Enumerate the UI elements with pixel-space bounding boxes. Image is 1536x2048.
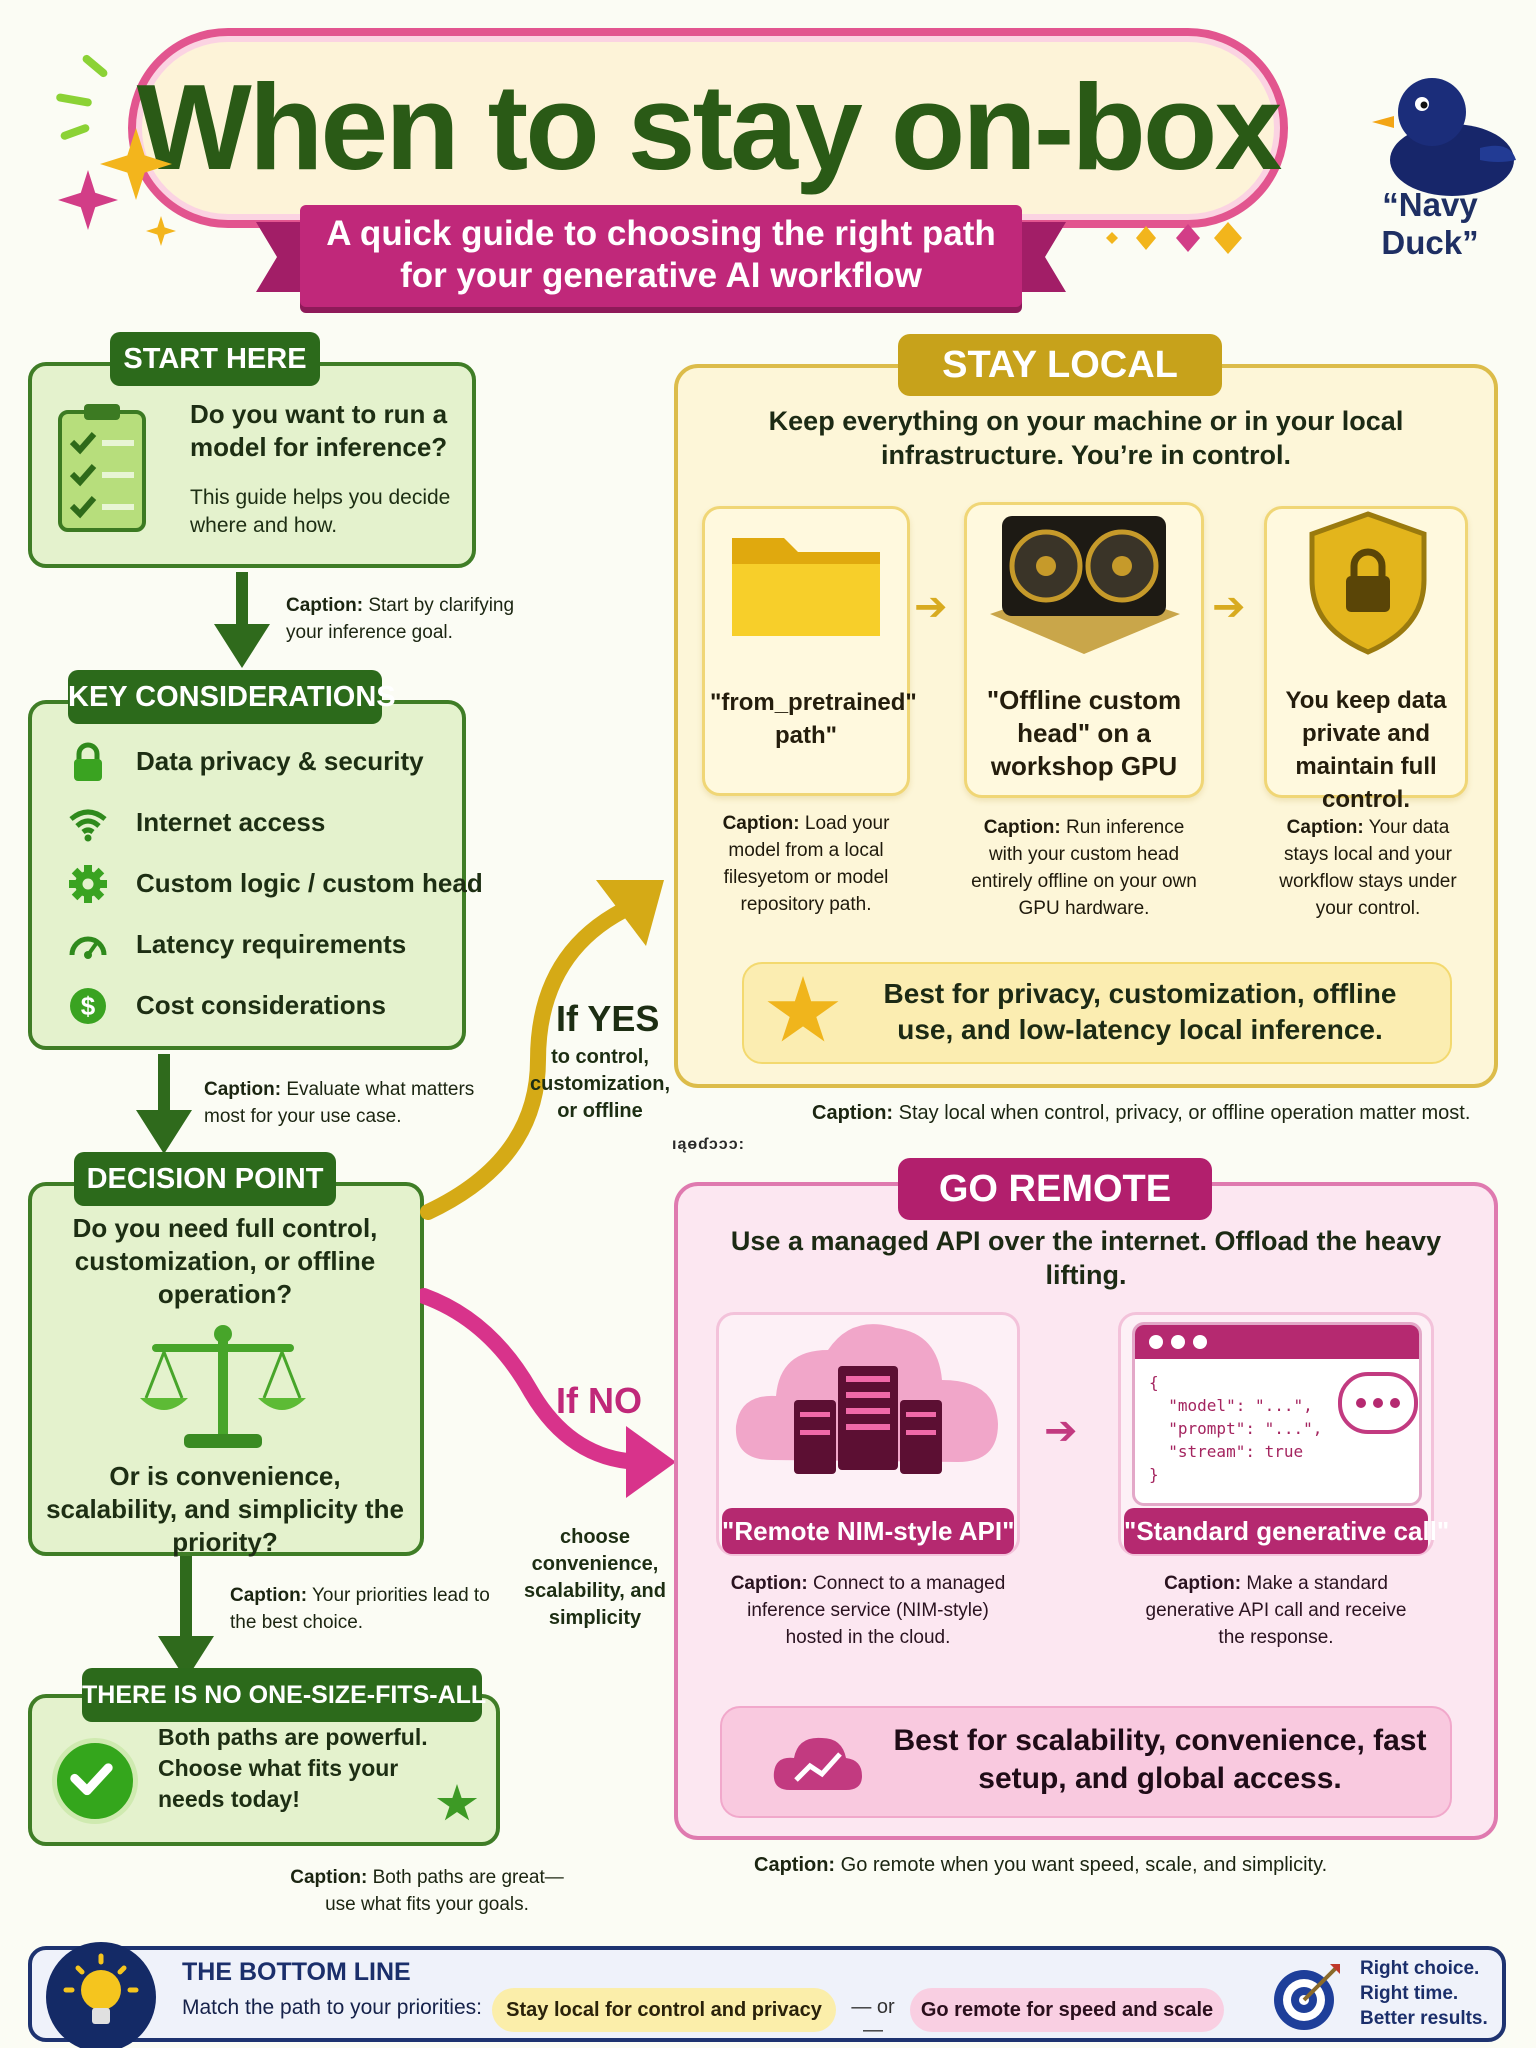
- gear-icon: [69, 865, 107, 903]
- go-remote-intro: Use a managed API over the internet. Off…: [730, 1226, 1442, 1290]
- consideration-item: Latency requirements: [68, 923, 460, 967]
- checkmark-icon: [52, 1738, 138, 1824]
- bottom-line-subtitle: Match the path to your priorities:: [182, 1996, 482, 2019]
- decision-tag: DECISION POINT: [74, 1152, 336, 1206]
- stay-local-pill: Stay local for control and privacy: [492, 1988, 836, 2032]
- or-separator: — or —: [851, 1996, 895, 2041]
- remote-card-label: "Remote NIM-style API": [722, 1508, 1014, 1554]
- local-card-label: You keep data private and maintain full …: [1285, 687, 1447, 813]
- code-line: {: [1149, 1373, 1159, 1392]
- flow-arrow-head: [136, 1110, 192, 1154]
- rubber-duck-icon: [1372, 78, 1516, 196]
- consideration-item: Data privacy & security: [68, 740, 460, 784]
- window-dot: [1193, 1335, 1207, 1349]
- flow-arrow-head: [214, 624, 270, 668]
- local-card-caption: Caption: Run inference with your custom …: [971, 817, 1197, 919]
- balance-scale-icon: [140, 1325, 306, 1448]
- lightbulb-icon: [46, 1942, 156, 2048]
- no-branch-title: If NO: [556, 1380, 642, 1421]
- yes-branch-subtitle: to control, customization, or offline: [530, 1046, 671, 1122]
- best-local-box: [742, 962, 1452, 1064]
- consideration-item: Custom logic / custom head: [68, 862, 483, 906]
- folder-icon: [732, 538, 880, 636]
- sparkle-dash: [80, 53, 110, 79]
- sparkle-cluster-icon: [1106, 222, 1242, 254]
- code-line: "stream": true: [1149, 1442, 1304, 1461]
- stay-local-intro: Keep everything on your machine or in yo…: [768, 406, 1404, 470]
- go-remote-tag: GO REMOTE: [898, 1158, 1212, 1220]
- subtitle-line-1: A quick guide to choosing the right path: [326, 214, 996, 253]
- wifi-icon: [69, 809, 107, 842]
- start-tag: START HERE: [110, 332, 320, 386]
- decision-question-1: Do you need full control, customization,…: [72, 1213, 378, 1309]
- local-card-caption: Caption: Load your model from a local fi…: [722, 813, 890, 915]
- yes-branch-title: If YES: [556, 998, 660, 1039]
- yes-branch-arrow: [420, 880, 664, 1220]
- gpu-icon: [990, 516, 1180, 654]
- no-one-size-text: Both paths are powerful. Choose what fit…: [158, 1724, 428, 1812]
- bottom-line-title: THE BOTTOM LINE: [182, 1958, 411, 1986]
- arrow-right-icon: ➔: [1212, 585, 1246, 629]
- lock-icon: [74, 742, 102, 781]
- speedometer-icon: [69, 936, 107, 959]
- local-card-label: "from_pretrained" path": [710, 689, 917, 749]
- dollar-icon: $: [70, 988, 106, 1024]
- remote-card-caption: Caption: Connect to a managed inference …: [730, 1573, 1006, 1648]
- flow-arrow: [158, 1054, 170, 1116]
- cloud-server-icon: [735, 1324, 998, 1474]
- sparkle-dash: [55, 92, 93, 108]
- decision-caption: Caption: Your priorities lead to the bes…: [230, 1585, 490, 1633]
- svg-text:$: $: [81, 991, 96, 1021]
- local-card-caption: Caption: Your data stays local and your …: [1279, 817, 1457, 919]
- remote-card-caption: Caption: Make a standard generative API …: [1145, 1573, 1407, 1648]
- go-remote-pill: Go remote for speed and scale: [910, 1988, 1224, 2032]
- start-question: Do you want to run a model for inference…: [190, 399, 448, 462]
- sparkle-icon: [58, 170, 118, 230]
- clipboard-checklist-icon: [58, 404, 146, 532]
- no-one-size-caption: Caption: Both paths are great— use what …: [290, 1867, 564, 1915]
- stray-text: ıąɵɗɔɔɔ:: [672, 1136, 745, 1153]
- remote-card-label: "Standard generative call": [1124, 1508, 1449, 1554]
- sparkle-icon: [146, 216, 176, 246]
- arrow-right-icon: ➔: [1044, 1409, 1078, 1453]
- mascot-label: “Navy Duck”: [1381, 186, 1479, 261]
- target-icon: [1274, 1964, 1340, 2030]
- window-dot: [1149, 1335, 1163, 1349]
- best-local-text: Best for privacy, customization, offline…: [883, 978, 1397, 1045]
- decision-question-2: Or is convenience, scalability, and simp…: [46, 1461, 404, 1557]
- code-line: "model": "...",: [1149, 1396, 1313, 1415]
- right-choice-text: Right choice. Right time. Better results…: [1360, 1958, 1488, 2029]
- no-branch-arrow: [420, 1288, 676, 1498]
- stay-local-tag: STAY LOCAL: [898, 334, 1222, 396]
- considerations-tag: KEY CONSIDERATIONS: [68, 670, 396, 724]
- no-branch-subtitle: choose convenience, scalability, and sim…: [524, 1526, 666, 1629]
- start-subtext: This guide helps you decide where and ho…: [190, 486, 451, 537]
- code-line: "prompt": "...",: [1149, 1419, 1323, 1438]
- window-dot: [1171, 1335, 1185, 1349]
- page-title: When to stay on-box: [136, 59, 1283, 195]
- sparkle-dash: [59, 123, 91, 141]
- arrow-right-icon: ➔: [914, 585, 948, 629]
- go-remote-caption: Caption: Go remote when you want speed, …: [754, 1854, 1328, 1876]
- best-remote-text: Best for scalability, convenience, fast …: [893, 1724, 1427, 1795]
- cloud-analytics-icon: [773, 1737, 862, 1790]
- consideration-item: Internet access: [68, 801, 460, 845]
- code-line: }: [1149, 1465, 1159, 1484]
- subtitle-line-2: for your generative AI workflow: [400, 256, 922, 295]
- shield-lock-icon: [1309, 511, 1427, 655]
- start-caption: Caption: Start by clarifying your infere…: [286, 595, 515, 643]
- considerations-caption: Caption: Evaluate what matters most for …: [204, 1079, 475, 1127]
- stay-local-caption: Caption: Stay local when control, privac…: [812, 1102, 1471, 1124]
- flow-arrow: [236, 572, 248, 630]
- flow-arrow: [180, 1556, 192, 1642]
- consideration-item: $ Cost considerations: [68, 984, 460, 1028]
- local-card-label: "Offline custom head" on a workshop GPU: [986, 685, 1182, 781]
- subtitle-ribbon: [300, 205, 1022, 307]
- no-one-size-tag: THERE IS NO ONE-SIZE-FITS-ALL: [82, 1668, 486, 1722]
- chat-bubble-icon: [1338, 1372, 1418, 1434]
